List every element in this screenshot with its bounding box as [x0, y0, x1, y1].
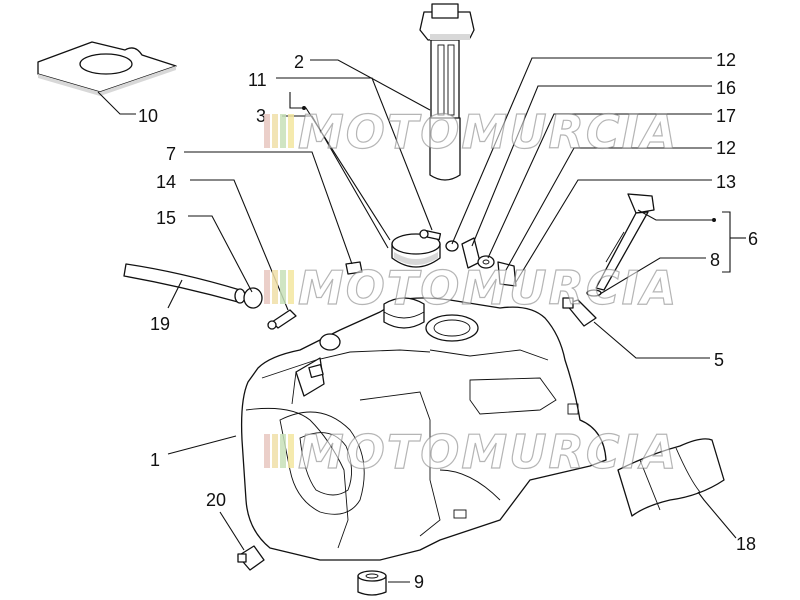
watermark-stripe: [264, 114, 270, 148]
watermark-stripe: [288, 114, 294, 148]
callout-2: 2: [294, 52, 304, 72]
watermark: MOTOMURCIA: [264, 260, 678, 316]
callout-14: 14: [156, 172, 176, 192]
leader-dot: [712, 218, 716, 222]
watermark-stripe: [288, 270, 294, 304]
hose-connector: [562, 297, 597, 327]
watermark-stripe: [272, 114, 278, 148]
screw-fitting: [267, 309, 297, 330]
heat-shield-pad: [617, 438, 725, 517]
washer-bracket-set: [445, 237, 517, 287]
callout-10: 10: [138, 106, 158, 126]
watermark-stripe: [272, 434, 278, 468]
fuel-pump-unit: [419, 3, 475, 181]
rubber-grommet: [357, 570, 387, 596]
callout-15: 15: [156, 208, 176, 228]
callout-labels: 1 2 3 5 6 7 8 9 10 11 12 12 13 14 15 16 …: [138, 50, 758, 592]
callout-7: 7: [166, 144, 176, 164]
callout-18: 18: [736, 534, 756, 554]
mounting-bolt: [419, 229, 442, 241]
tank-clip: [345, 261, 363, 275]
tank-clip-bottom: [237, 545, 265, 571]
watermark-stripe: [288, 434, 294, 468]
watermark-stripe: [272, 270, 278, 304]
callout-1: 1: [150, 450, 160, 470]
watermark: MOTOMURCIA: [264, 104, 678, 160]
watermark-stripe: [264, 270, 270, 304]
watermark-text: MOTOMURCIA: [298, 261, 678, 315]
callout-5: 5: [714, 350, 724, 370]
callout-6: 6: [748, 229, 758, 249]
callout-20: 20: [206, 490, 226, 510]
level-sender-rod: [586, 193, 655, 297]
filler-cap: [391, 233, 441, 268]
callout-19: 19: [150, 314, 170, 334]
callout-12-top: 12: [716, 50, 736, 70]
leader-dot: [302, 106, 306, 110]
callout-12-lower: 12: [716, 138, 736, 158]
vent-hose: [123, 263, 246, 304]
watermark-stripe: [280, 114, 286, 148]
watermark-stripe: [280, 270, 286, 304]
callout-17: 17: [716, 106, 736, 126]
watermark-text: MOTOMURCIA: [298, 425, 678, 479]
callout-9: 9: [414, 572, 424, 592]
gasket-plate: [37, 41, 177, 96]
callout-11: 11: [248, 70, 267, 90]
callout-8: 8: [710, 250, 720, 270]
hose-clamp: [243, 287, 263, 309]
watermark-stripe: [264, 434, 270, 468]
watermark-stripe: [280, 434, 286, 468]
callout-13: 13: [716, 172, 736, 192]
callout-3: 3: [256, 106, 266, 126]
leader-lines: [97, 57, 746, 583]
watermark: MOTOMURCIA: [264, 424, 678, 480]
fuel-tank-body: [240, 297, 607, 561]
callout-16: 16: [716, 78, 736, 98]
watermark-text: MOTOMURCIA: [298, 105, 678, 159]
